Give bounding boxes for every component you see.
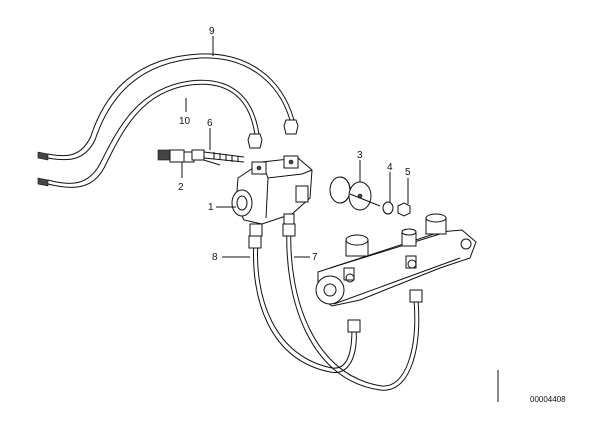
- brake-line-10: [37, 79, 263, 188]
- brake-distributor-block-1: [216, 155, 313, 237]
- pressure-switch-2: [157, 149, 221, 178]
- brake-line-10-fitting: [247, 133, 263, 149]
- callout-3: 3: [357, 150, 363, 161]
- brake-line-10-end-fitting: [37, 177, 49, 187]
- master-cylinder: [315, 213, 477, 307]
- callout-6: 6: [207, 118, 213, 129]
- callout-9: 9: [209, 26, 215, 37]
- washer-4: [382, 172, 394, 215]
- callout-10: 10: [179, 116, 191, 127]
- brake-line-8: [222, 235, 361, 373]
- callout-7: 7: [312, 252, 318, 263]
- callout-2: 2: [178, 182, 184, 193]
- brake-line-9-fitting: [283, 119, 299, 135]
- callout-8: 8: [212, 252, 218, 263]
- brake-line-9: [37, 36, 299, 161]
- reference-number: 00004408: [530, 395, 566, 404]
- callout-4: 4: [387, 162, 393, 173]
- nut-5: [397, 178, 411, 217]
- brake-line-7: [282, 223, 423, 391]
- callout-5: 5: [405, 167, 411, 178]
- seal-kit-3: [329, 160, 381, 211]
- brake-line-9-end-fitting: [37, 151, 49, 161]
- callout-1: 1: [208, 202, 214, 213]
- bolt-6: [191, 128, 245, 163]
